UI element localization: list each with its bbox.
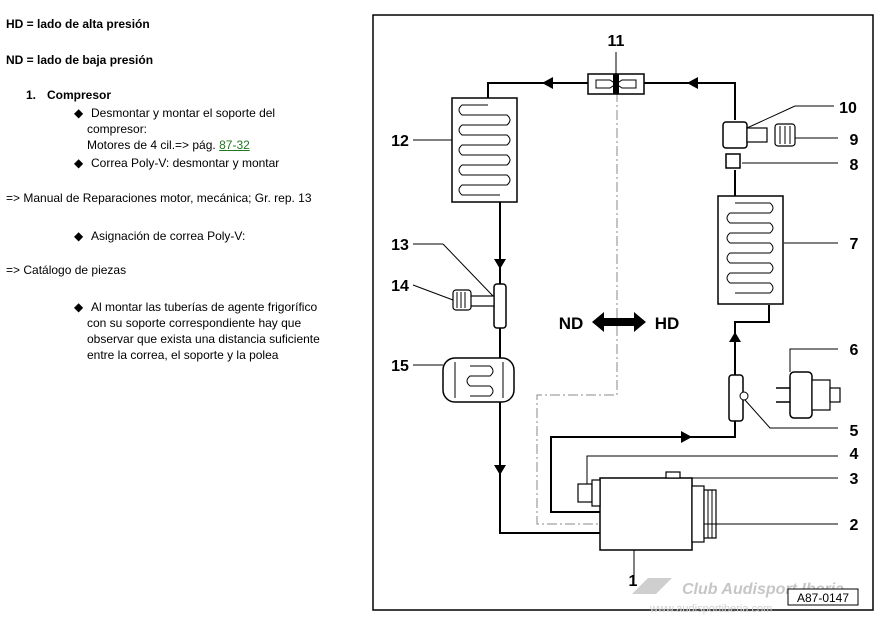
separator-line [536,92,618,525]
callout-8: 8 [850,157,859,174]
section-title: Compresor [47,88,112,102]
callout-9: 9 [850,132,859,149]
bullet-icon: ◆ [74,300,84,314]
diagram-frame [372,14,874,611]
section-number: 1. [26,88,37,102]
hd-label: HD [655,314,680,333]
callout-3: 3 [850,471,859,488]
bullet-soporte-prefix: Motores de 4 cil.=> pág. [87,138,216,152]
bullet-icon: ◆ [74,156,84,170]
callout-12: 12 [391,133,409,150]
callout-1: 1 [629,573,638,590]
callout-6: 6 [850,342,859,359]
ref-catalogo-piezas: => Catálogo de piezas [6,263,127,277]
evaporator [451,97,518,203]
callout-15: 15 [391,358,409,375]
bullet-soporte-line3: Motores de 4 cil.=> pág. 87-32 [87,138,250,153]
service-valve-low [452,283,507,329]
refrigerant-pipes [487,82,770,534]
accumulator [442,357,515,403]
callout-14: 14 [391,278,409,295]
page-link-87-32[interactable]: 87-32 [219,138,250,152]
bullet-soporte-line2: compresor: [87,122,148,136]
compressor [577,471,717,551]
condenser [717,195,784,305]
leader-lines [412,52,838,580]
figure-id-box [787,588,859,606]
callout-2: 2 [850,517,859,534]
figure-id: A87-0147 [797,591,849,605]
service-valve-high [722,121,796,169]
bullet-asignacion: Asignación de correa Poly-V: [91,229,246,243]
bullet-correa: Correa Poly-V: desmontar y montar [91,156,280,170]
pressure-switch-port [728,374,749,422]
bullet-soporte-line1: Desmontar y montar el soporte del [91,106,276,120]
callout-7: 7 [850,236,859,253]
bullet-montar-line1: Al montar las tuberías de agente frigorí… [91,300,318,314]
callout-13: 13 [391,237,409,254]
bullet-montar-line4: entre la correa, el soporte y la polea [87,348,279,362]
watermark: Club Audisport Iberia www.audisportiberi… [632,578,844,615]
instructions-panel: HD = lado de alta presión ND = lado de b… [0,0,360,617]
callout-4: 4 [850,446,859,463]
pressure-switch [776,371,841,419]
callout-5: 5 [850,423,859,440]
nd-definition: ND = lado de baja presión [6,53,154,67]
hd-definition: HD = lado de alta presión [6,17,150,31]
callout-numbers: 1 2 3 4 5 6 7 8 9 10 11 12 13 14 15 [391,33,858,590]
bullet-icon: ◆ [74,106,84,120]
ref-manual-reparaciones: => Manual de Reparaciones motor, mecánic… [6,191,312,205]
bullet-icon: ◆ [74,229,84,243]
watermark-url: www.audisportiberia.com [649,603,772,615]
callout-11: 11 [608,33,625,50]
expansion-valve [587,73,645,95]
bullet-montar-line2: con su soporte correspondiente hay que [87,316,302,330]
flow-arrows [494,77,741,475]
bullet-montar-line3: observar que exista una distancia sufici… [87,332,320,346]
nd-label: ND [559,314,584,333]
callout-10: 10 [839,100,857,117]
pressure-side-arrow: ND HD [559,312,680,333]
